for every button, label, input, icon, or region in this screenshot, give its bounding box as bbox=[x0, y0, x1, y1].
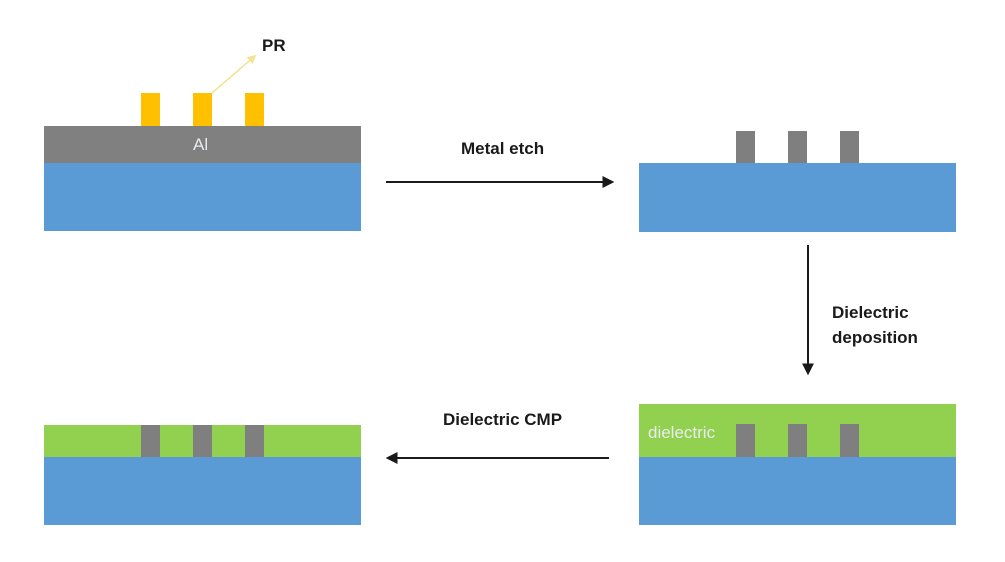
metal-line bbox=[736, 131, 755, 163]
substrate-layer bbox=[44, 457, 361, 525]
dielectric-label: dielectric bbox=[648, 423, 716, 442]
metal-line bbox=[840, 131, 859, 163]
metal-line bbox=[788, 131, 807, 163]
deposition-label-line2: deposition bbox=[832, 328, 918, 347]
substrate-layer bbox=[639, 457, 956, 525]
aluminum-label: Al bbox=[193, 135, 209, 154]
metal-line bbox=[193, 425, 212, 457]
photoresist-block bbox=[141, 93, 160, 126]
deposition-label-line1: Dielectric bbox=[832, 303, 909, 322]
cmp-label: Dielectric CMP bbox=[443, 410, 563, 429]
metal-line bbox=[245, 425, 264, 457]
photoresist-block bbox=[193, 93, 212, 126]
substrate-layer bbox=[44, 163, 361, 231]
metal-line bbox=[840, 424, 859, 457]
metal-line bbox=[736, 424, 755, 457]
aluminum-layer bbox=[44, 126, 361, 163]
pr-callout-label: PR bbox=[262, 36, 286, 55]
substrate-layer bbox=[639, 163, 956, 232]
pr-pointer-arrow bbox=[211, 54, 257, 94]
metal-line bbox=[788, 424, 807, 457]
metal-etch-label: Metal etch bbox=[461, 139, 545, 158]
metal-line bbox=[141, 425, 160, 457]
photoresist-block bbox=[245, 93, 264, 126]
